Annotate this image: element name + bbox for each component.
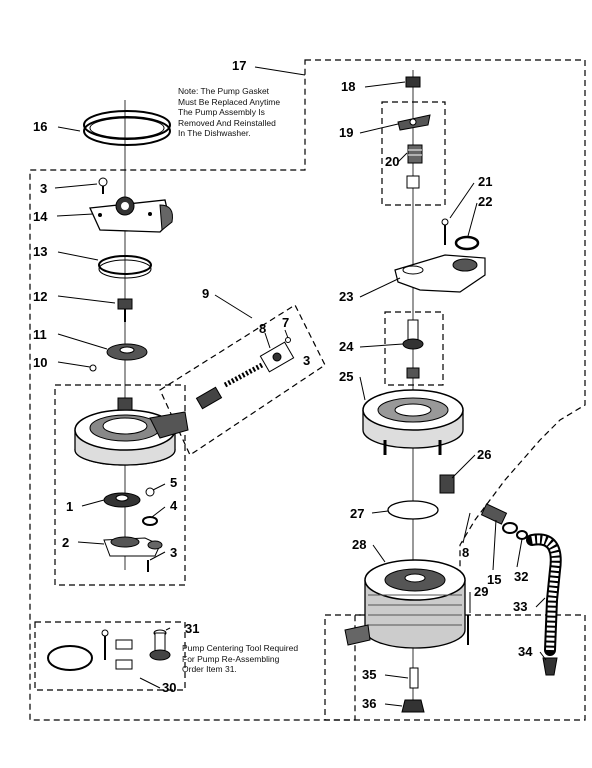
bolt-part — [441, 218, 449, 245]
callout-4: 4 — [170, 498, 178, 513]
callout-23: 23 — [339, 289, 353, 304]
callout-5: 5 — [170, 475, 177, 490]
callout-17: 17 — [232, 58, 246, 73]
parts-kit-outline — [34, 621, 186, 691]
pump-gasket-note: Note: The Pump Gasket Must Be Replaced A… — [178, 86, 281, 138]
callout-20: 20 — [385, 154, 399, 169]
callout-1: 1 — [66, 499, 73, 514]
seal-disc-part — [387, 500, 439, 520]
callout-25: 25 — [339, 369, 353, 384]
callout-16: 16 — [33, 119, 47, 134]
callout-9: 9 — [202, 286, 209, 301]
callout-15: 15 — [487, 572, 501, 587]
callout-labels: 17 16 3 14 13 12 11 10 9 8 7 3 5 4 1 2 3… — [33, 58, 533, 711]
seal-ring-part — [98, 255, 152, 279]
centering-tool-part — [149, 629, 171, 661]
callout-8-right: 8 — [462, 545, 469, 560]
pump-assembly-outline — [29, 59, 586, 721]
lower-impeller-part — [103, 492, 141, 508]
callout-3-bottom: 3 — [170, 545, 177, 560]
pump-cover-part — [89, 196, 173, 233]
pump-housing-part — [74, 397, 189, 466]
motor-outline — [324, 614, 586, 721]
callout-31: 31 — [185, 621, 199, 636]
chopper-outline — [381, 101, 446, 206]
check-ball-part — [145, 487, 155, 497]
upper-impeller-part — [402, 319, 424, 379]
callout-2: 2 — [62, 535, 69, 550]
callout-8-left: 8 — [259, 321, 266, 336]
callout-36: 36 — [362, 696, 376, 711]
callout-13: 13 — [33, 244, 47, 259]
o-ring-part — [142, 516, 158, 526]
kit-parts — [47, 629, 133, 671]
callout-12: 12 — [33, 289, 47, 304]
group-outlines — [29, 59, 586, 721]
connector-part — [439, 474, 455, 494]
callout-29: 29 — [474, 584, 488, 599]
centering-tool-note: Pump Centering Tool Required For Pump Re… — [182, 643, 299, 674]
chopper-blade-part — [397, 114, 431, 131]
callout-27: 27 — [350, 506, 364, 521]
callout-24: 24 — [339, 339, 354, 354]
check-valve-parts — [195, 337, 295, 410]
small-screw-part — [89, 364, 97, 372]
callout-7: 7 — [282, 315, 289, 330]
callout-3-top: 3 — [40, 181, 47, 196]
callout-18: 18 — [341, 79, 355, 94]
motor-shaft-part — [401, 667, 425, 713]
lower-housing-part — [103, 536, 163, 572]
callout-14: 14 — [33, 209, 48, 224]
callout-33: 33 — [513, 599, 527, 614]
callout-10: 10 — [33, 355, 47, 370]
check-valve-outline — [159, 304, 326, 456]
callout-3-valve: 3 — [303, 353, 310, 368]
callout-21: 21 — [478, 174, 492, 189]
upper-housing-part — [362, 389, 464, 455]
impeller-outline — [384, 311, 444, 386]
chopper-nut-part — [405, 76, 421, 88]
motor-part — [344, 559, 466, 649]
callout-30: 30 — [162, 680, 176, 695]
lower-pump-housing-outline — [54, 384, 186, 586]
spring-part — [406, 144, 423, 189]
callout-32: 32 — [514, 569, 528, 584]
callout-22: 22 — [478, 194, 492, 209]
pump-plate-part — [394, 254, 486, 293]
callout-34: 34 — [518, 644, 533, 659]
drain-hose-parts — [480, 503, 562, 676]
screw-part — [98, 177, 108, 194]
nut-part — [117, 298, 133, 322]
callout-11: 11 — [33, 327, 47, 342]
callout-19: 19 — [339, 125, 353, 140]
grommet-part — [454, 235, 480, 251]
callout-26: 26 — [477, 447, 491, 462]
callout-35: 35 — [362, 667, 376, 682]
pump-gasket-part — [83, 110, 171, 146]
callout-28: 28 — [352, 537, 366, 552]
washer-part — [106, 343, 148, 361]
leader-lines — [54, 66, 547, 707]
